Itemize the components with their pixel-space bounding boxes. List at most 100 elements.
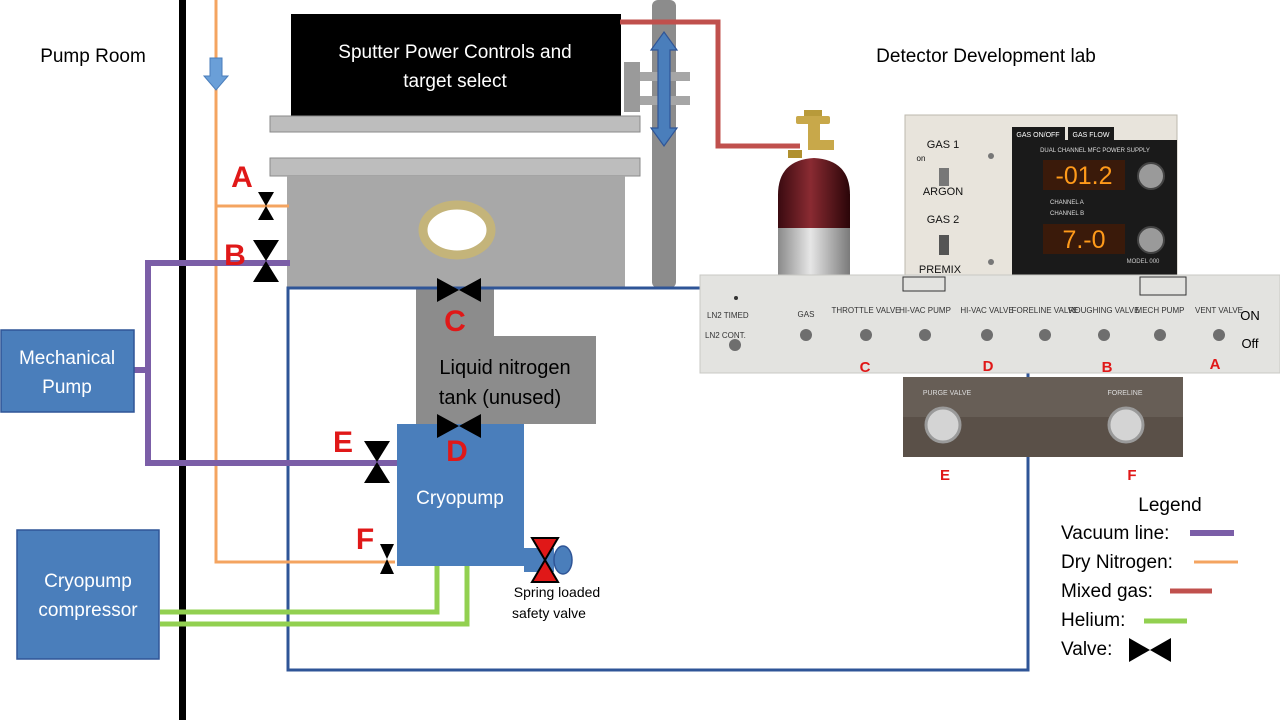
safety-valve-label-line1: Spring loaded [514,584,600,600]
model-label: MODEL 000 [1127,259,1160,265]
valve-b-label: B [224,239,246,272]
on-label: ON [1240,308,1260,323]
detector-lab-label: Detector Development lab [876,46,1096,67]
gas1-label: GAS 1 [927,139,959,151]
switch-label-throttle: THROTTLE VALVE [831,306,900,315]
channel-a-knob [1137,162,1165,190]
legend-valve-icon [1129,638,1171,662]
gas2-label: GAS 2 [927,214,959,226]
vacuum-line [134,260,398,466]
panel-mark-f: F [1127,467,1136,484]
foreline-valve-knob [1107,406,1145,444]
room-wall [179,0,186,720]
valve-a-label: A [231,161,253,194]
valve-d-icon [437,414,481,438]
gas2-toggle [939,235,949,255]
safety-valve-icon [530,537,560,583]
legend-item-vacuum: Vacuum line: [1061,523,1169,544]
ln2-cont-label: LN2 CONT. [705,331,746,340]
ln2-tank-label-line1: Liquid nitrogen [439,357,570,379]
mech-pump-label-line1: Mechanical [19,348,115,369]
valve-c-label: C [444,305,466,338]
readout-b: 7.-0 [1062,226,1105,254]
control-box-side [624,62,640,112]
gas1-toggle [939,168,949,186]
toggle-switches [729,329,1225,351]
valve-a-icon [258,192,274,220]
switch-label-mech-pump: MECH PUMP [1136,306,1185,315]
ln2-tank-label-line2: tank (unused) [439,387,561,409]
off-label: Off [1241,336,1258,351]
purge-foreline-panel: PURGE VALVE FORELINE [903,377,1183,457]
sputter-controls-box [291,14,621,116]
panel-mark-e: E [940,467,950,484]
switch-label-roughing: ROUGHING VALVE [1069,306,1140,315]
foreline-label: FORELINE [1107,390,1142,397]
pump-room-label: Pump Room [40,46,146,67]
mfc-title: DUAL CHANNEL MFC POWER SUPPLY [1040,148,1150,154]
legend-item-helium: Helium: [1061,610,1125,631]
switch-labels: GAS THROTTLE VALVE HI-VAC PUMP HI-VAC VA… [798,306,1243,319]
legend-item-mixed: Mixed gas: [1061,581,1153,602]
dry-nitrogen-line [214,0,395,564]
purge-valve-label: PURGE VALVE [923,390,972,397]
valve-e-label: E [333,426,353,459]
switch-panel: LN2 TIMED LN2 CONT. GAS THROTTLE VALVE H… [699,274,1280,376]
sputter-label-line1: Sputter Power Controls and [338,42,571,63]
mfc-control-panel: GAS ON/OFF GAS FLOW DUAL CHANNEL MFC POW… [904,114,1178,278]
cryopump-label: Cryopump [416,488,504,509]
down-arrow-icon [202,57,230,91]
argon-label: ARGON [923,186,963,198]
sputter-label-line2: target select [403,71,507,92]
cryopump-compressor [16,529,160,660]
helium-line [160,566,470,627]
switch-label-hivac-valve: HI-VAC VALVE [960,306,1013,315]
mech-pump-label-line2: Pump [42,377,92,398]
mixed-gas-line [620,19,800,149]
valve-f-icon [380,544,394,574]
switch-label-hivac-pump: HI-VAC PUMP [899,306,951,315]
switch-label-foreline: FORELINE VALVE [1012,306,1079,315]
ln2-tank [416,336,596,424]
valve-e-icon [364,441,390,483]
legend-item-nitrogen: Dry Nitrogen: [1061,552,1173,573]
enclosure-frame [286,286,1030,672]
top-shelf [269,115,641,133]
ln2-timed-label: LN2 TIMED [707,311,749,320]
channel-b-label: CHANNEL B [1050,211,1084,217]
viewport-window [418,200,496,260]
gas-flow-label: GAS FLOW [1073,132,1110,139]
legend-item-valve: Valve: [1061,639,1112,660]
cryo-compressor-label-line1: Cryopump [44,571,132,592]
readout-a: -01.2 [1056,162,1113,190]
switch-label-gas: GAS [798,310,815,319]
valve-b-icon [253,240,279,282]
switch-mark-b: B [1102,359,1113,376]
valve-d-label: D [446,435,468,468]
cryopump [397,424,524,566]
switch-label-vent: VENT VALVE [1195,306,1243,315]
legend-title: Legend [1138,495,1201,516]
cryo-compressor-label-line2: compressor [38,600,138,621]
channel-b-display [1043,224,1125,254]
up-down-arrow-icon [649,30,679,148]
valve-f-label: F [356,523,374,556]
gas-onoff-label: GAS ON/OFF [1016,132,1059,139]
safety-valve-label-line2: safety valve [512,605,586,621]
channel-b-knob [1137,226,1165,254]
channel-a-display [1043,160,1125,190]
switch-mark-d: D [983,358,994,375]
safety-valve-cap [553,545,573,575]
gas1-note: on [917,154,926,163]
mechanical-pump [0,329,135,413]
channel-a-label: CHANNEL A [1050,200,1084,206]
chamber-lid [269,157,641,177]
legend: Legend Vacuum line: Dry Nitrogen: Mixed … [1061,495,1238,662]
purge-valve-knob [924,406,962,444]
valve-c-icon [437,278,481,302]
gas-cylinder [778,110,850,276]
switch-mark-c: C [860,359,871,376]
premix-label: PREMIX [919,264,962,276]
switch-mark-a: A [1210,356,1221,373]
